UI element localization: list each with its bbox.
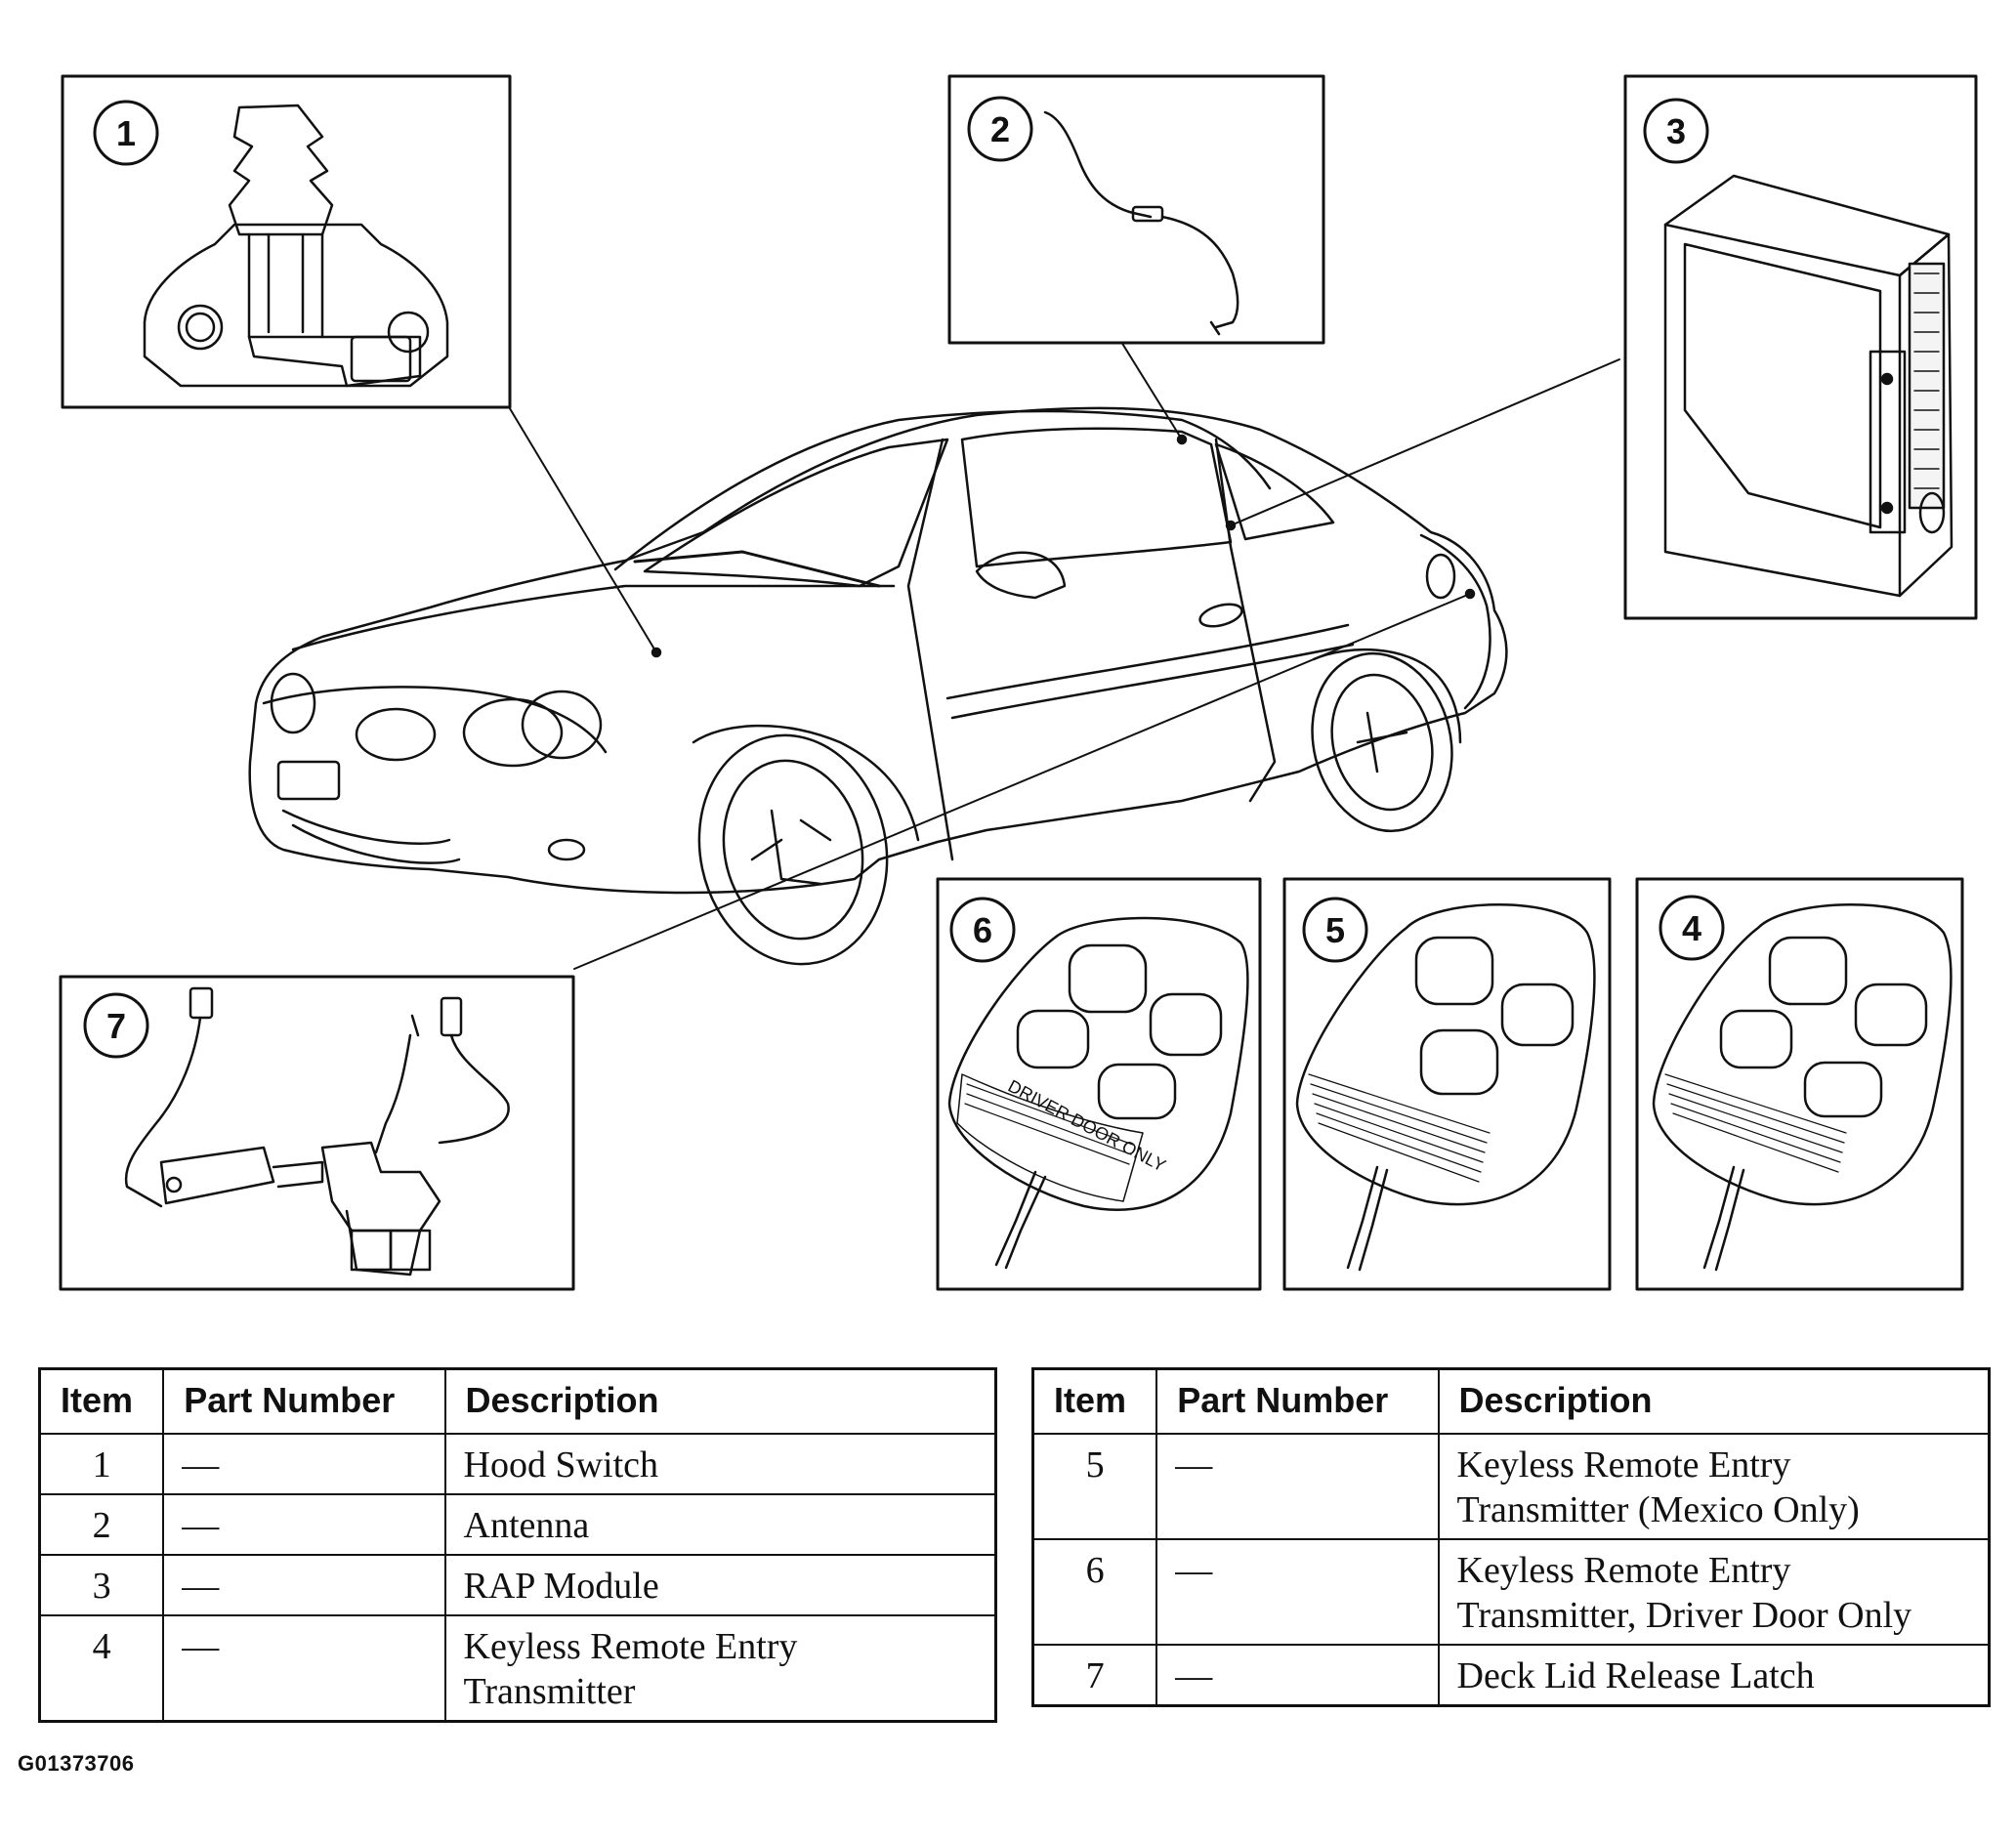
callout-7: 7 <box>106 1006 126 1046</box>
description-cell: RAP Module <box>443 1554 997 1616</box>
header-item: Item <box>1031 1367 1158 1435</box>
table-header-row: Item Part Number Description <box>1031 1367 1991 1435</box>
vehicle-illustration <box>248 406 1508 966</box>
description-cell: Antenna <box>443 1493 997 1556</box>
item-cell: 6 <box>1031 1538 1158 1646</box>
item-cell: 4 <box>38 1614 165 1723</box>
inset-deck-lid-latch: 7 <box>59 975 575 1291</box>
callout-6: 6 <box>973 910 992 950</box>
part-number-cell: — <box>162 1614 446 1723</box>
table-header-row: Item Part Number Description <box>38 1367 997 1435</box>
description-cell: Keyless Remote Entry Transmitter, Driver… <box>1437 1538 1991 1646</box>
table-row: 7 — Deck Lid Release Latch <box>1031 1644 1991 1707</box>
header-description: Description <box>1437 1367 1991 1435</box>
description-cell: Keyless Remote Entry Transmitter (Mexico… <box>1437 1433 1991 1540</box>
parts-table-left: Item Part Number Description 1 — Hood Sw… <box>38 1367 997 1723</box>
inset-hood-switch: 1 <box>61 74 512 409</box>
callout-5: 5 <box>1325 910 1345 950</box>
inset-key-fob-mexico: 5 <box>1282 877 1612 1291</box>
parts-table-right: Item Part Number Description 5 — Keyless… <box>1031 1367 1991 1707</box>
table-row: 4 — Keyless Remote Entry Transmitter <box>38 1614 997 1723</box>
callout-3: 3 <box>1666 111 1686 151</box>
inset-key-fob-driver-door: 6 DRIVER DOOR ONLY <box>936 877 1262 1291</box>
item-cell: 1 <box>38 1433 165 1495</box>
description-cell: Keyless Remote Entry Transmitter <box>443 1614 997 1723</box>
callout-4: 4 <box>1682 908 1701 948</box>
item-cell: 3 <box>38 1554 165 1616</box>
table-row: 6 — Keyless Remote Entry Transmitter, Dr… <box>1031 1538 1991 1646</box>
item-cell: 2 <box>38 1493 165 1556</box>
header-part-number: Part Number <box>162 1367 446 1435</box>
table-row: 1 — Hood Switch <box>38 1433 997 1495</box>
table-row: 3 — RAP Module <box>38 1554 997 1616</box>
part-number-cell: — <box>1155 1433 1440 1540</box>
table-row: 2 — Antenna <box>38 1493 997 1556</box>
header-item: Item <box>38 1367 165 1435</box>
part-number-cell: — <box>162 1554 446 1616</box>
header-description: Description <box>443 1367 997 1435</box>
header-part-number: Part Number <box>1155 1367 1440 1435</box>
inset-antenna: 2 <box>947 74 1325 345</box>
part-number-cell: — <box>1155 1644 1440 1707</box>
table-row: 5 — Keyless Remote Entry Transmitter (Me… <box>1031 1433 1991 1540</box>
description-cell: Deck Lid Release Latch <box>1437 1644 1991 1707</box>
figure-id: G01373706 <box>18 1751 135 1776</box>
description-cell: Hood Switch <box>443 1433 997 1495</box>
inset-key-fob: 4 <box>1635 877 1964 1291</box>
callout-2: 2 <box>990 109 1010 149</box>
part-number-cell: — <box>162 1433 446 1495</box>
item-cell: 7 <box>1031 1644 1158 1707</box>
part-number-cell: — <box>1155 1538 1440 1646</box>
item-cell: 5 <box>1031 1433 1158 1540</box>
part-number-cell: — <box>162 1493 446 1556</box>
callout-1: 1 <box>116 113 136 153</box>
leader-lines <box>507 341 1620 970</box>
inset-rap-module: 3 <box>1623 74 1978 620</box>
